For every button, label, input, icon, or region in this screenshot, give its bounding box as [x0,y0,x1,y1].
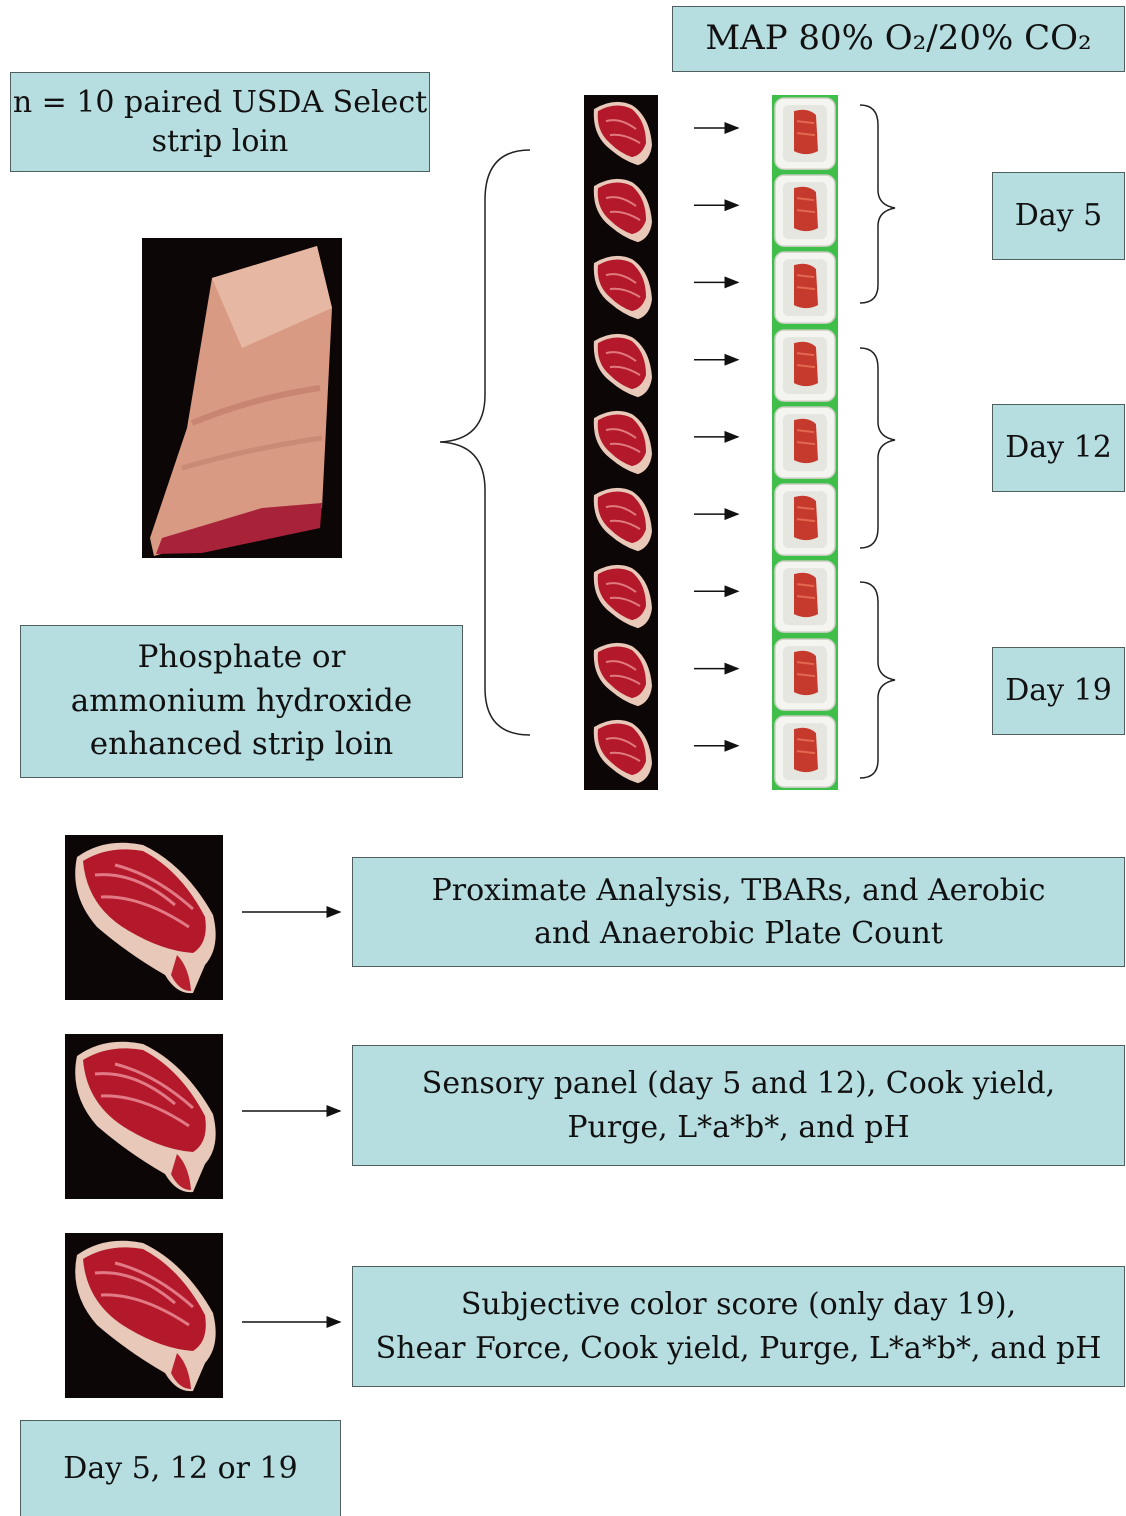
day5-box: Day 5 [992,172,1125,260]
steak-image-1 [65,835,223,1000]
day12-box: Day 12 [992,404,1125,492]
day19-box: Day 19 [992,647,1125,735]
large-brace [440,150,530,735]
analysis-2-line2: Purge, L*a*b*, and pH [422,1106,1055,1150]
analysis-box-3: Subjective color score (only day 19), Sh… [352,1266,1125,1387]
analysis-3-line1: Subjective color score (only day 19), [376,1283,1102,1327]
day12-label: Day 12 [1005,426,1112,470]
brace-day12 [860,348,895,548]
steak-image-3 [65,1233,223,1398]
analysis-box-1: Proximate Analysis, TBARs, and Aerobic a… [352,857,1125,967]
analysis-3-line2: Shear Force, Cook yield, Purge, L*a*b*, … [376,1327,1102,1371]
brace-day5 [860,105,895,303]
analysis-2-line1: Sensory panel (day 5 and 12), Cook yield… [422,1062,1055,1106]
day19-label: Day 19 [1005,669,1112,713]
analysis-box-2: Sensory panel (day 5 and 12), Cook yield… [352,1045,1125,1166]
analysis-1-line2: and Anaerobic Plate Count [432,912,1046,956]
brace-day19 [860,582,895,778]
footer-day-label: Day 5, 12 or 19 [63,1447,297,1491]
steak-image-2 [65,1034,223,1199]
day5-label: Day 5 [1015,194,1103,238]
footer-day-box: Day 5, 12 or 19 [20,1420,341,1516]
analysis-1-line1: Proximate Analysis, TBARs, and Aerobic [432,869,1046,913]
